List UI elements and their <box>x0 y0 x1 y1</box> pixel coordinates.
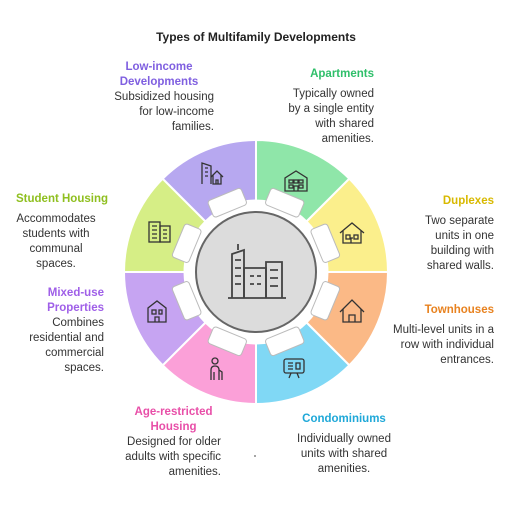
desc-mixed-use: Combines residential and commercial spac… <box>29 317 104 374</box>
elderly-person-icon <box>210 357 223 380</box>
city-house-icon <box>201 162 224 185</box>
mixed-use-building-icon <box>147 300 167 323</box>
apartment-building-icon <box>284 170 308 192</box>
duplex-house-icon <box>339 222 365 244</box>
heading-duplexes: Duplexes <box>442 195 494 207</box>
label-low-income: Low-income Developments Subsidized housi… <box>104 60 214 135</box>
heading-age-restricted: Age-restricted Housing <box>134 406 213 433</box>
label-age-restricted: Age-restricted Housing Designed for olde… <box>109 405 221 480</box>
label-student-housing: Student Housing Accommodates students wi… <box>16 192 116 272</box>
stray-dot <box>254 455 256 457</box>
center-hub <box>195 211 317 333</box>
label-duplexes: Duplexes Two separate units in one build… <box>404 194 494 274</box>
desc-student-housing: Accommodates students with communal spac… <box>16 213 96 270</box>
desc-age-restricted: Designed for older adults with specific … <box>125 436 221 478</box>
desc-condominiums: Individually owned units with shared ame… <box>297 433 391 475</box>
condominium-sign-icon <box>283 358 305 379</box>
townhouse-icon <box>339 299 365 323</box>
desc-low-income: Subsidized housing for low-income famili… <box>114 91 214 133</box>
connector-tabs <box>171 187 341 357</box>
label-condominiums: Condominiums Individually owned units wi… <box>284 412 404 477</box>
heading-mixed-use: Mixed-use Properties <box>47 287 104 314</box>
heading-apartments: Apartments <box>310 68 374 80</box>
desc-apartments: Typically owned by a single entity with … <box>288 88 374 145</box>
heading-townhouses: Townhouses <box>424 304 494 316</box>
desc-townhouses: Multi-level units in a row with individu… <box>393 324 494 366</box>
diagram-title: Types of Multifamily Developments <box>156 30 356 44</box>
label-apartments: Apartments Typically owned by a single e… <box>282 67 374 147</box>
heading-student-housing: Student Housing <box>16 193 108 205</box>
center-circle <box>195 211 317 333</box>
desc-duplexes: Two separate units in one building with … <box>424 215 494 272</box>
label-mixed-use: Mixed-use Properties Combines residentia… <box>14 286 104 376</box>
heading-low-income: Low-income Developments <box>119 61 199 88</box>
heading-condominiums: Condominiums <box>302 413 386 425</box>
student-dorm-icon <box>148 221 171 243</box>
label-townhouses: Townhouses Multi-level units in a row wi… <box>389 303 494 368</box>
city-buildings-icon <box>228 244 286 299</box>
